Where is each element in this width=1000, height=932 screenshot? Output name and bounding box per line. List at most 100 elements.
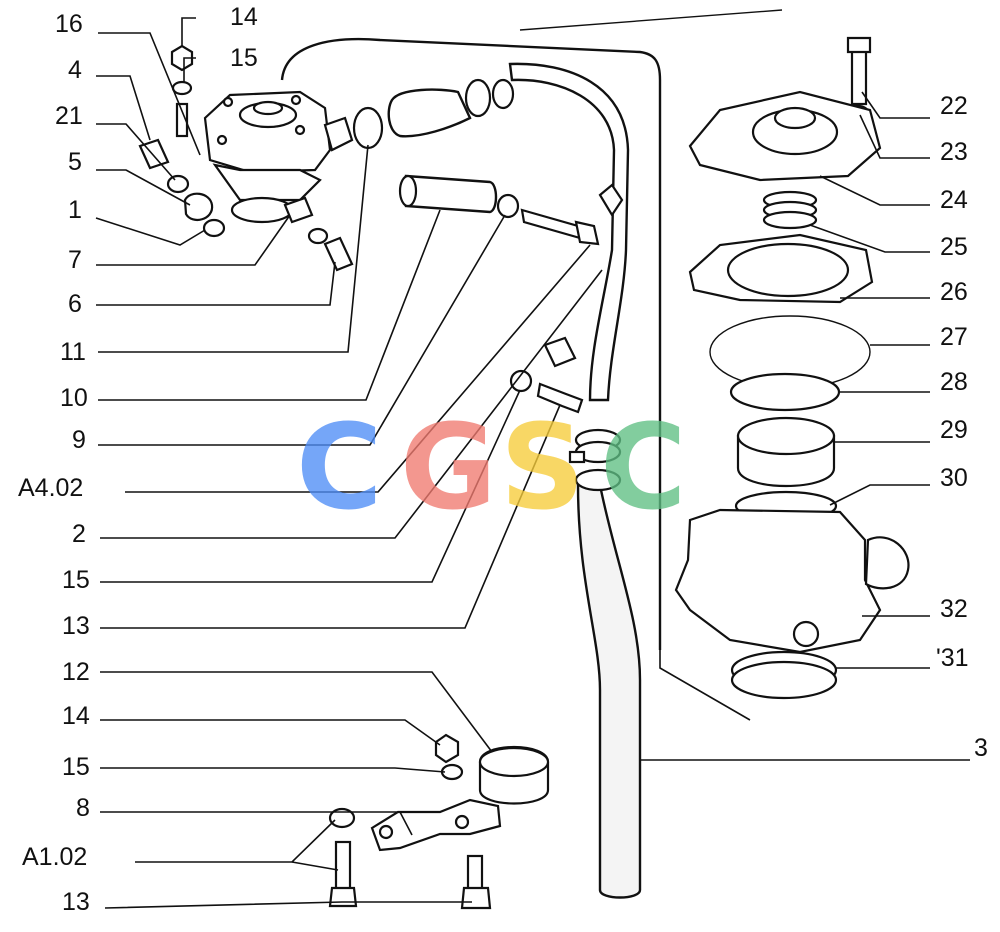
upper-short-hose — [352, 78, 515, 150]
label-23: 23 — [940, 138, 968, 166]
washer-21 — [166, 174, 190, 194]
fuel-pipe-upper — [280, 37, 662, 650]
small-bracket-top — [598, 183, 624, 218]
top-edge-line — [519, 9, 783, 31]
label-25: 25 — [940, 233, 968, 261]
label-30: 30 — [940, 464, 968, 492]
leader-a402 — [125, 244, 591, 493]
label-31: '31 — [936, 644, 969, 672]
label-8: 8 — [76, 794, 90, 822]
fitting-5 — [183, 192, 214, 222]
leader-14a — [181, 17, 196, 46]
label-10: 10 — [60, 384, 88, 412]
long-hose-top-end — [574, 468, 622, 492]
label-21: 21 — [55, 102, 83, 130]
washer-a102 — [328, 807, 356, 829]
leader-2 — [100, 269, 603, 539]
leader-14b — [100, 719, 441, 746]
watermark-letter-2: G — [400, 398, 497, 536]
leader-8 — [100, 811, 413, 836]
leader-12 — [100, 671, 493, 753]
watermark-letter-1: C — [296, 398, 383, 536]
valve-plate-28 — [729, 372, 841, 412]
long-hose-3 — [576, 483, 642, 899]
part-labels: 16 14 15 4 21 5 1 7 6 11 10 9 A4.02 2 15… — [18, 3, 988, 916]
label-32: 32 — [940, 595, 968, 623]
leader-13a — [100, 404, 561, 629]
leader-4 — [96, 75, 151, 141]
washer-15-mid — [509, 369, 533, 393]
leader-16 — [98, 32, 201, 156]
label-7: 7 — [68, 246, 82, 274]
label-13-bottom: 13 — [62, 888, 90, 916]
leader-24 — [819, 175, 930, 206]
leader-15c — [100, 767, 446, 773]
label-14-top: 14 — [230, 3, 258, 31]
hose-clamp-middle — [568, 428, 622, 464]
label-a1-02: A1.02 — [22, 843, 87, 871]
label-15-mid: 15 — [62, 566, 90, 594]
leader-pipe-end — [659, 650, 751, 721]
leader-9 — [98, 214, 506, 446]
washer-9 — [496, 193, 520, 219]
label-6: 6 — [68, 290, 82, 318]
leader-30 — [829, 484, 930, 506]
bottom-clamp-assembly — [328, 733, 550, 910]
bolt-13-right — [466, 854, 484, 892]
leader-22 — [861, 91, 930, 119]
leader-15a — [183, 57, 196, 82]
parts-drawing — [138, 9, 910, 910]
label-16: 16 — [55, 10, 83, 38]
watermark-letter-3: S — [500, 398, 585, 536]
leader-10 — [98, 209, 441, 401]
washer-1 — [202, 218, 226, 238]
leader-6 — [96, 261, 336, 306]
label-15-bottom: 15 — [62, 753, 90, 781]
bolt-13-left — [334, 840, 352, 892]
curved-hose — [508, 62, 630, 402]
label-24: 24 — [940, 186, 968, 214]
left-pump-assembly — [203, 90, 354, 224]
nut-14-bottom — [434, 733, 460, 764]
label-a4-02: A4.02 — [18, 474, 83, 502]
label-22: 22 — [940, 92, 968, 120]
filter-29 — [736, 416, 836, 488]
leader-25 — [809, 224, 930, 253]
bolt-6 — [323, 236, 354, 272]
seal-31 — [730, 650, 838, 700]
label-9: 9 — [72, 426, 86, 454]
washer-15-top — [171, 80, 193, 96]
label-13-mid: 13 — [62, 612, 90, 640]
tube-10 — [404, 174, 498, 214]
label-15-top: 15 — [230, 44, 258, 72]
leader-15b — [100, 389, 521, 583]
leader-7 — [96, 214, 291, 266]
label-4: 4 — [68, 56, 82, 84]
bolt-13-mid — [536, 382, 584, 414]
leader-lines — [95, 17, 970, 909]
watermark-letter-4: C — [600, 398, 687, 536]
label-29: 29 — [940, 416, 968, 444]
label-3: 3 — [974, 734, 988, 762]
label-12: 12 — [62, 658, 90, 686]
label-11: 11 — [60, 338, 86, 366]
label-14-bottom: 14 — [62, 702, 90, 730]
label-28: 28 — [940, 368, 968, 396]
watermark: C G S C — [296, 398, 687, 536]
leader-11 — [98, 144, 369, 353]
label-5: 5 — [68, 148, 82, 176]
pump-body-32 — [674, 508, 910, 654]
leader-13b — [104, 901, 472, 909]
stud-16 — [175, 102, 189, 138]
leader-21 — [96, 123, 176, 181]
small-bracket-mid — [543, 336, 577, 368]
label-27: 27 — [940, 323, 968, 351]
washer-6 — [307, 227, 329, 245]
fitting-7 — [283, 196, 314, 224]
leader-5 — [96, 169, 191, 206]
leader-23 — [859, 114, 930, 159]
label-2: 2 — [72, 520, 86, 548]
right-pump-stack — [674, 36, 910, 700]
label-26: 26 — [940, 278, 968, 306]
